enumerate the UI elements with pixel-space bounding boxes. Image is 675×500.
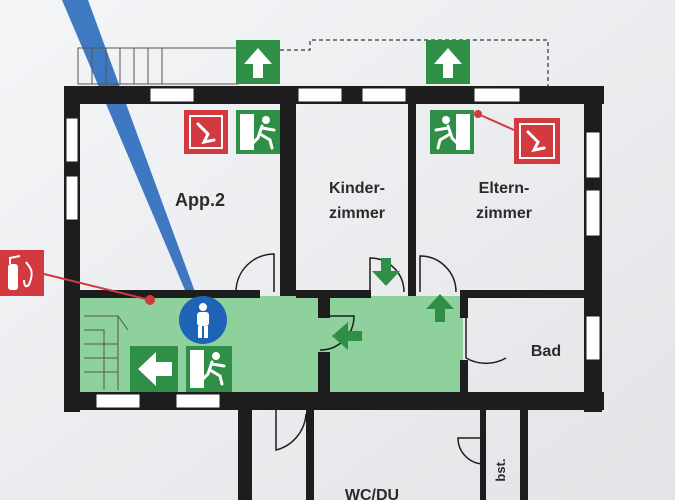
- call-point-leader-line: [477, 113, 515, 131]
- extinguisher-marker: [145, 295, 155, 305]
- exit-arrow-up-icon: [426, 294, 454, 322]
- room-label-abst: bst.: [493, 458, 508, 481]
- fire-alarm-call-point-icon: [514, 118, 560, 164]
- fire-extinguisher-icon: [0, 250, 44, 296]
- room-label-bad: Bad: [531, 343, 561, 360]
- exit-arrow-up-icon: [236, 40, 280, 84]
- exit-arrow-up-icon: [426, 40, 470, 84]
- fire-alarm-call-point-icon: [184, 110, 228, 154]
- windows: [65, 87, 601, 409]
- room-label-app2: App.2: [175, 190, 225, 210]
- running-man-exit-icon: [236, 110, 280, 154]
- room-label-elternzimmer-2: zimmer: [476, 205, 532, 222]
- exit-arrow-down-icon: [372, 258, 400, 286]
- door-swings: [235, 253, 507, 465]
- room-label-wc-du: WC/DU: [345, 487, 399, 500]
- room-label-kinderzimmer-1: Kinder-: [329, 180, 385, 197]
- exit-arrow-left-icon: [332, 322, 362, 350]
- running-man-exit-icon: [186, 346, 232, 392]
- inner-stair: [84, 315, 129, 390]
- you-are-here-person-icon: [179, 296, 227, 344]
- running-man-exit-icon: [430, 110, 474, 154]
- exit-arrow-left-icon: [130, 346, 178, 392]
- room-label-kinderzimmer-2: zimmer: [329, 205, 385, 222]
- room-label-elternzimmer-1: Eltern-: [479, 180, 530, 197]
- call-point-marker: [474, 110, 482, 118]
- extinguisher-leader-line: [43, 273, 151, 301]
- sight-line: [62, 0, 198, 302]
